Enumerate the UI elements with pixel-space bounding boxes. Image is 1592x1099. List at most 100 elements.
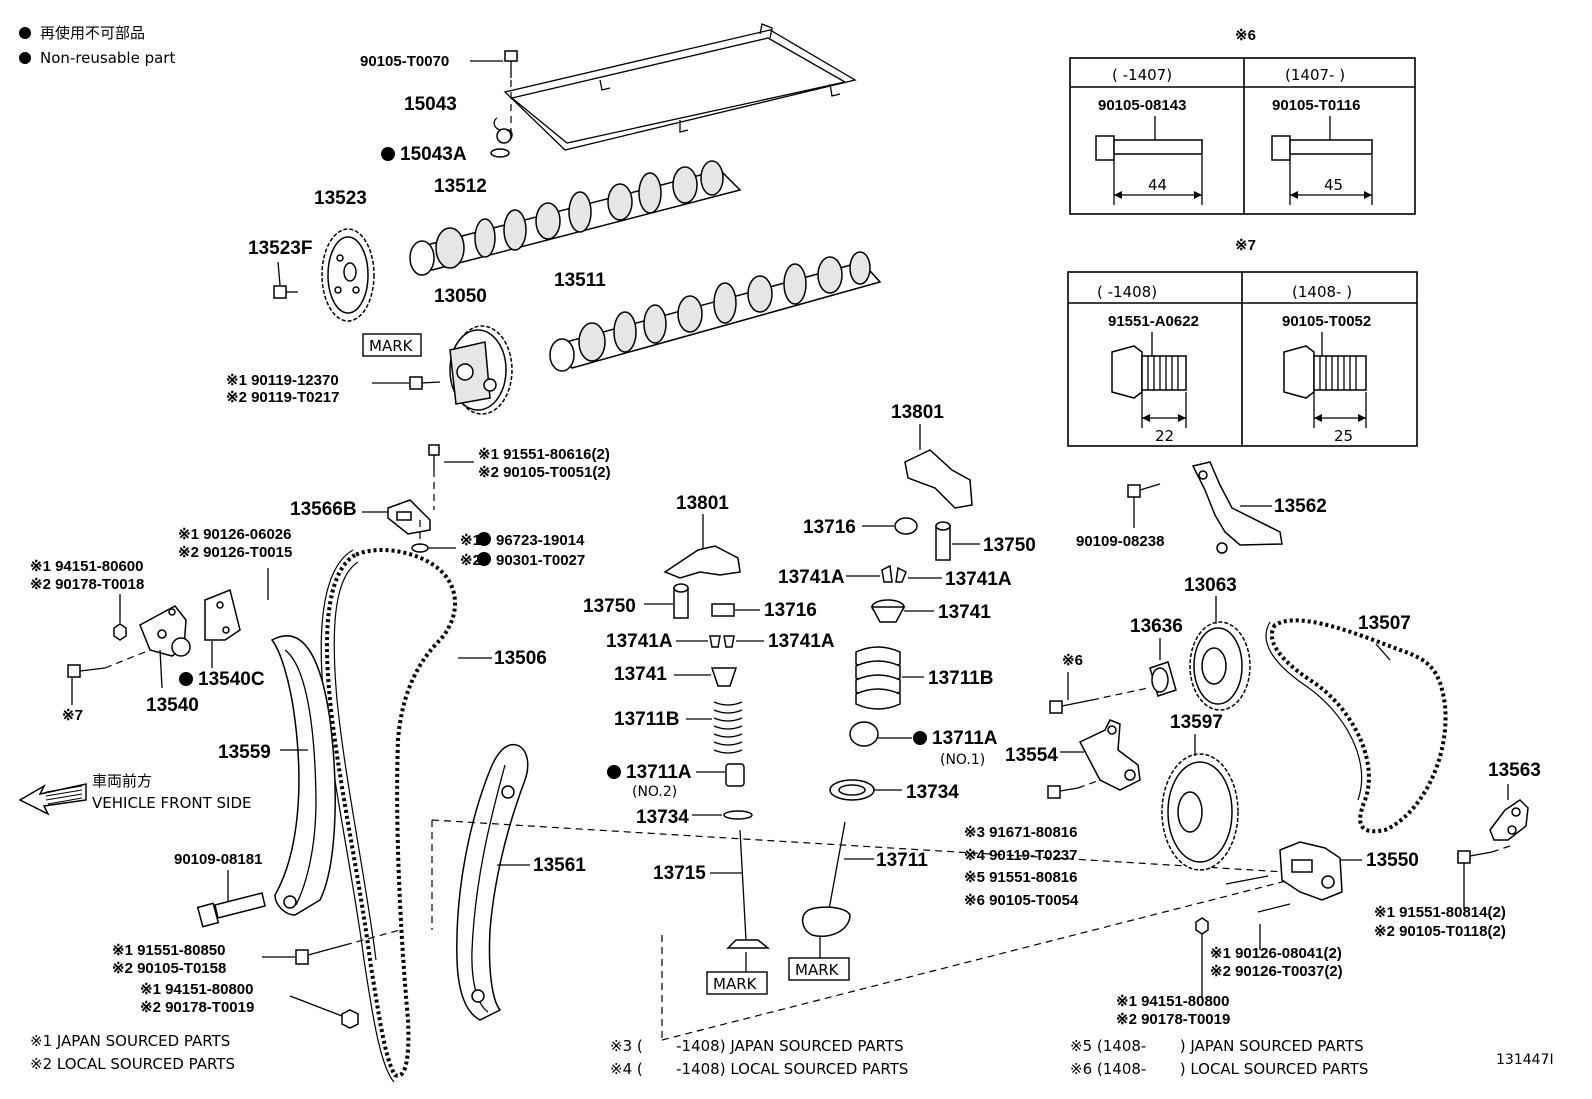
part-number: ※5 91551-80816 — [964, 869, 1078, 886]
mark-box-frame — [706, 971, 768, 995]
figure-id: 131447I — [1496, 1052, 1554, 1068]
washer-13734-left-drawing — [692, 810, 753, 820]
bolt-ref6-drawing — [1049, 672, 1149, 714]
non-reusable-dot-icon — [179, 672, 193, 686]
mark-sprocket: MARK — [362, 333, 422, 357]
part-label-p-91671-80816: ※3 91671-80816 — [964, 824, 1078, 841]
footnote-1: ※1 JAPAN SOURCED PARTS — [30, 1032, 230, 1050]
footnote-6: ※6 (1408- ) LOCAL SOURCED PARTS — [1070, 1060, 1368, 1078]
part-label-p-90105-t0051: ※2 90105-T0051(2) — [478, 464, 611, 481]
part-label-p-91551-80816: ※5 91551-80816 — [964, 869, 1078, 886]
chain-slipper-13559-drawing — [270, 635, 336, 916]
mark-text: MARK — [369, 337, 414, 355]
camshaft-13511-drawing — [549, 251, 882, 372]
timing-chain-13506-drawing — [320, 547, 492, 1083]
part-label-p-90126-t0015: ※2 90126-T0015 — [178, 544, 292, 561]
legend: 再使用不可部品 Non-reusable part — [19, 24, 175, 67]
part-label-p-90178-t0018: ※2 90178-T0018 — [30, 576, 144, 593]
part-label-p-13561: 13561 — [533, 855, 586, 876]
washer-13734-right-drawing — [829, 779, 902, 801]
part-number: ※2 90126-T0037(2) — [1210, 963, 1343, 980]
part-number: 13561 — [533, 855, 586, 876]
part-number: ※2 90178-T0018 — [30, 576, 144, 593]
part-number: 13559 — [218, 742, 271, 763]
part-label-p-90105-t0054: ※6 90105-T0054 — [964, 892, 1079, 909]
box7-right-part: 90105-T0052 — [1282, 313, 1371, 330]
part-number: 13506 — [494, 648, 547, 669]
part-label-p-90126-t0037: ※2 90126-T0037(2) — [1210, 963, 1343, 980]
tensioner-13550-drawing — [1279, 841, 1362, 901]
part-label-p-13750a: 13750 — [583, 596, 636, 617]
part-label-p-90301-t0027: ※2 — [460, 552, 481, 569]
part-label-p-90178-t0019b: ※2 90178-T0019 — [1116, 1011, 1230, 1028]
part-label-p-13734-m: 13734 — [906, 782, 959, 803]
part-number: 13711A — [932, 728, 998, 749]
part-label-p-96723-19014: ※1 — [460, 532, 481, 549]
keepers-13741a-right-drawing — [846, 564, 942, 583]
part-number: 13734 — [636, 807, 689, 828]
exhaust-valve-13715-drawing — [710, 829, 771, 972]
part-number: ※2 — [460, 552, 481, 569]
part-number: 90109-08238 — [1076, 533, 1164, 550]
non-reusable-dot-icon — [477, 552, 491, 566]
part-number: 13711B — [614, 709, 680, 730]
seal-13711a-left-drawing — [696, 763, 745, 787]
part-label-p-13741-m: 13741 — [938, 602, 991, 623]
part-number: 13063 — [1184, 575, 1237, 596]
part-label-p-96723-19014-num: 96723-19014 — [477, 532, 585, 549]
part-number: ※2 90178-T0019 — [140, 999, 254, 1016]
mark-intake: MARK — [788, 957, 850, 981]
part-number: ※3 91671-80816 — [964, 824, 1078, 841]
bolt-ref7-drawing — [67, 649, 151, 705]
part-number: 13050 — [434, 286, 487, 307]
part-label-p-90119-t0237: ※4 90119-T0237 — [964, 847, 1078, 864]
part-number: 13562 — [1274, 496, 1327, 517]
part-label-p-13741-l: 13741 — [614, 664, 667, 685]
vvt-sprocket-13050-drawing — [449, 325, 513, 415]
part-label-p-91551-80616: ※1 91551-80616(2) — [478, 446, 610, 463]
part-label-p-90126-08041: ※1 90126-08041(2) — [1210, 945, 1342, 962]
bolt-90109-08238-drawing — [1127, 483, 1161, 528]
part-number: 13711 — [876, 850, 928, 871]
part-number: ※7 — [62, 707, 83, 724]
part-number: 13597 — [1170, 712, 1223, 733]
part-number: 13801 — [891, 402, 944, 423]
part-label-p-13741a-m2: 13741A — [945, 569, 1012, 590]
plate-13566b-drawing — [362, 444, 474, 553]
part-number: (NO.2) — [632, 784, 677, 800]
part-number: ※1 — [460, 532, 481, 549]
part-label-p-ref7-a: ※7 — [62, 707, 83, 724]
part-number: 13741A — [945, 569, 1012, 590]
part-label-p-94151-80800b: ※1 94151-80800 — [1116, 993, 1230, 1010]
part-label-p-13523: 13523 — [314, 188, 367, 209]
part-label-p-13597: 13597 — [1170, 712, 1223, 733]
box6-left-dim: 44 — [1148, 176, 1167, 194]
keepers-13741a-left-drawing — [676, 635, 764, 648]
non-reusable-dot-icon — [477, 532, 491, 546]
non-reusable-dot-icon — [381, 147, 395, 161]
part-number: 13636 — [1130, 616, 1183, 637]
part-label-p-90105-t0070: 90105-T0070 — [360, 53, 449, 70]
part-number: ※1 94151-80800 — [1116, 993, 1230, 1010]
part-label-p-13540c: 13540C — [179, 669, 265, 690]
part-number: ※2 90105-T0051(2) — [478, 464, 611, 481]
mark-box-frame — [788, 957, 850, 981]
part-number: ※2 90126-T0015 — [178, 544, 292, 561]
sprocket-13063-drawing — [1189, 596, 1251, 711]
part-number: 13512 — [434, 176, 487, 197]
part-number: 13523F — [248, 238, 312, 259]
part-label-p-13063: 13063 — [1184, 575, 1237, 596]
part-label-p-13523f: 13523F — [248, 238, 312, 259]
rocker-arm-13801-left-drawing — [663, 514, 741, 579]
part-label-p-13559: 13559 — [218, 742, 271, 763]
bolt-91551-80814-drawing — [1457, 845, 1511, 908]
part-number: 13750 — [583, 596, 636, 617]
bolt-91551-80850-drawing — [262, 929, 401, 965]
part-label-p-13554: 13554 — [1005, 745, 1058, 766]
box7-left-part: 91551-A0622 — [1108, 313, 1199, 330]
part-number: 13511 — [554, 270, 606, 291]
part-label-p-94151-80600: ※1 94151-80600 — [30, 558, 144, 575]
part-number: 13563 — [1488, 760, 1541, 781]
part-label-p-15043: 15043 — [404, 94, 457, 115]
